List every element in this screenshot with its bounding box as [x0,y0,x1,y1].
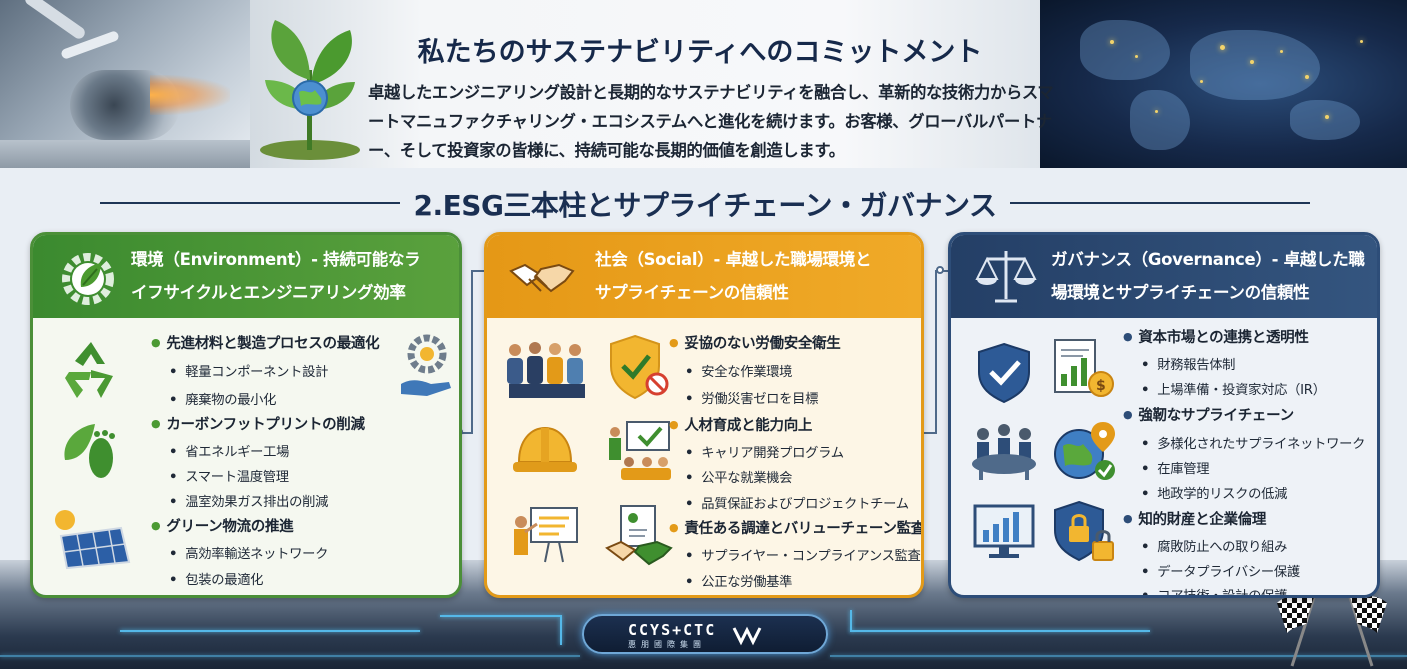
svg-text:$: $ [1096,378,1106,394]
recycle-icon [65,342,113,398]
env-group2-item2: スマート温度管理 [169,466,289,485]
safety-shield-icon [610,334,669,400]
governance-title-line1: ガバナンス（Governance）- 卓越した職 [1051,250,1365,269]
soc-group3-heading: 責任ある調達とバリューチェーン監査 [669,517,921,538]
env-group1-heading: 先進材料と製造プロセスの最適化 [151,332,379,353]
env-group2-item1: 省エネルギー工場 [169,441,289,460]
gear-hand-icon [401,334,451,396]
gov-group2-item1: 多様化されたサプライネットワーク [1141,433,1365,452]
gov-group2-heading: 強靭なサプライチェーン [1123,404,1294,425]
environment-title-line2: イフサイクルとエンジニアリング効率 [131,283,406,302]
governance-title-line2: 場環境とサプライチェーンの信頼性 [1051,283,1310,302]
hard-hat-icon [513,426,577,472]
social-title-line1: 社会（Social）- 卓越した職場環境と [595,250,872,269]
footprint-leaf-icon [64,424,115,478]
logo-name: CCYS+CTC [628,621,717,639]
soc-group3-item1: サプライヤー・コンプライアンス監査 [685,545,921,564]
monitor-chart-icon [973,504,1035,558]
logo-mark-icon [732,626,762,646]
gov-group2-item2: 在庫管理 [1141,458,1209,477]
gear-leaf-icon [62,253,114,305]
financial-report-icon: $ [1054,339,1114,397]
soc-group2-item1: キャリア開発プログラム [685,442,844,461]
plant-globe-image [260,20,360,160]
shield-check-icon [978,342,1030,404]
social-card: 社会（Social）- 卓越した職場環境と サプライチェーンの信頼性 [484,232,924,598]
env-group1-item1: 軽量コンポーネント設計 [169,361,328,380]
company-logo: CCYS+CTC 惠朋國際集團 [582,614,828,654]
world-map-image [1040,0,1407,168]
checkered-flags-icon [1277,587,1387,667]
gov-group1-item1: 財務報告体制 [1141,354,1235,373]
gov-group3-heading: 知的財産と企業倫理 [1123,508,1266,529]
env-group3-heading: グリーン物流の推進 [151,515,293,536]
banner-description: 卓越したエンジニアリング設計と長期的なサステナビリティを融合し、革新的な技術力か… [368,83,1054,160]
soc-group1-item2: 労働災害ゼロを目標 [685,388,818,407]
environment-card-header: 環境（Environment）- 持続可能なラ イフサイクルとエンジニアリング効… [33,235,459,318]
soc-group1-heading: 妥協のない労働安全衛生 [669,332,841,353]
section-title: 2.ESG三本柱とサプライチェーン・ガバナンス [413,189,997,222]
social-title-line2: サプライチェーンの信頼性 [595,283,789,302]
globe-location-icon [1054,422,1115,480]
gov-group2-item3: 地政学的リスクの低減 [1141,483,1287,502]
logo-subtitle: 惠朋國際集團 [628,640,706,649]
social-card-header: 社会（Social）- 卓越した職場環境と サプライチェーンの信頼性 [487,235,921,318]
env-group2-item3: 温室効果ガス排出の削減 [169,491,328,510]
contract-handshake-icon [605,505,673,566]
soc-group2-item2: 公平な就業機会 [685,467,792,486]
gov-group3-item1: 腐敗防止への取り組み [1141,536,1287,555]
soc-group2-item3: 品質保証およびプロジェクトチーム [685,493,909,512]
env-group3-item1: 高効率輸送ネットワーク [169,543,328,562]
env-group2-heading: カーボンフットプリントの削減 [151,413,365,434]
soc-group2-heading: 人材育成と能力向上 [669,414,812,435]
gov-group3-item3: コア技術・設計の保護 [1141,585,1287,595]
handshake-icon [509,263,575,293]
banner-title: 私たちのサステナビリティへのコミットメント [417,37,983,68]
gov-group1-heading: 資本市場との連携と透明性 [1123,326,1309,347]
governance-card-body: $ 資本市場との連携と透明性 財務報告体 [951,318,1377,595]
factory-image [0,0,250,168]
section-heading: 2.ESG三本柱とサプライチェーン・ガバナンス [0,178,1407,228]
meeting-table-icon [972,424,1036,480]
training-board-icon [609,421,671,480]
gov-group1-item2: 上場準備・投資家対応（IR） [1141,379,1326,398]
soc-group1-item1: 安全な作業環境 [685,361,792,380]
environment-card: 環境（Environment）- 持続可能なラ イフサイクルとエンジニアリング効… [30,232,462,598]
presentation-icon [514,507,578,563]
governance-card: ガバナンス（Governance）- 卓越した職 場環境とサプライチェーンの信頼… [948,232,1380,598]
top-banner: 私たちのサステナビリティへのコミットメント 卓越したエンジニアリング設計と長期的… [0,0,1407,168]
solar-panel-icon [55,510,131,570]
lock-shield-icon [1054,500,1114,562]
social-card-body: 妥協のない労働安全衛生 安全な作業環境 労働災害ゼロを目標 人材育成と能力向上 … [487,318,921,595]
gov-group3-item2: データプライバシー保護 [1141,561,1300,580]
environment-card-body: 先進材料と製造プロセスの最適化 軽量コンポーネント設計 廃棄物の最小化 カーボン… [33,318,459,595]
soc-group3-item2: 公正な労働基準 [685,571,792,590]
env-group1-item2: 廃棄物の最小化 [169,389,276,408]
environment-title-line1: 環境（Environment）- 持続可能なラ [131,250,421,269]
governance-card-header: ガバナンス（Governance）- 卓越した職 場環境とサプライチェーンの信頼… [951,235,1377,318]
scales-icon [975,251,1037,303]
team-people-icon [507,342,585,398]
env-group3-item2: 包装の最適化 [169,569,263,588]
